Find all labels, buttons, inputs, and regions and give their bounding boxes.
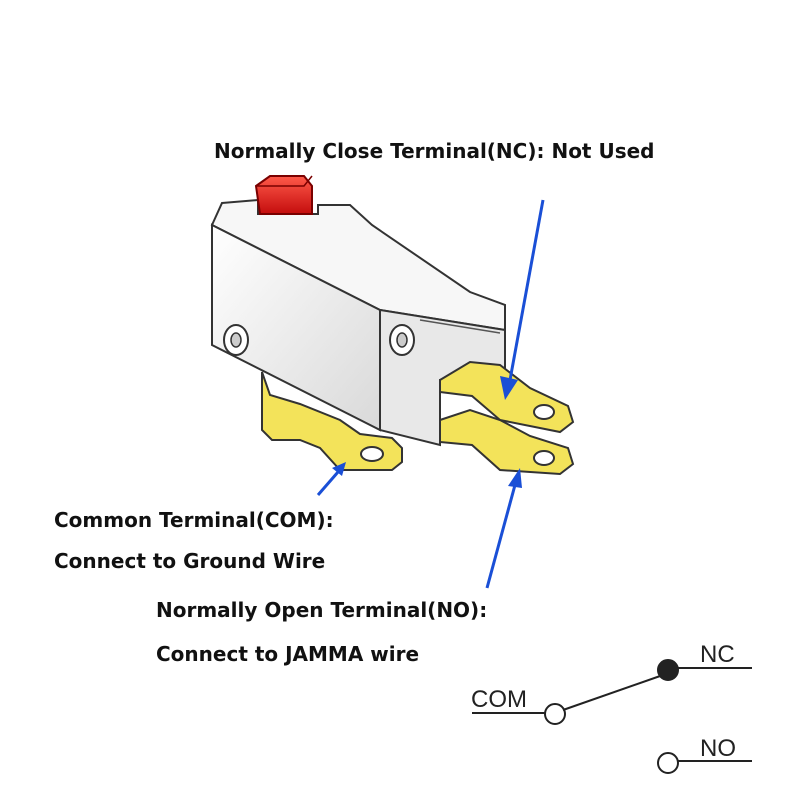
com-terminal-desc: Connect to Ground Wire [54, 549, 326, 573]
no-contact [657, 752, 679, 774]
nc-pointer-arrow [500, 199, 545, 400]
com-terminal [261, 371, 403, 471]
switch-lever [562, 674, 664, 711]
schematic-no-label: NO [700, 735, 736, 762]
com-terminal-title: Common Terminal(COM): [54, 508, 334, 532]
plunger-button [254, 175, 313, 215]
no-terminal-desc: Connect to JAMMA wire [156, 642, 420, 666]
com-contact [544, 703, 566, 725]
nc-terminal-label: Normally Close Terminal(NC): Not Used [214, 139, 655, 163]
no-terminal-title: Normally Open Terminal(NO): [156, 598, 488, 622]
no-terminal [439, 408, 575, 476]
com-pointer-arrow [316, 462, 346, 496]
switch-schematic: COM NC NO [471, 641, 752, 774]
schematic-nc-label: NC [700, 641, 735, 668]
no-pointer-arrow [485, 468, 522, 589]
nc-contact [657, 659, 679, 681]
schematic-com-label: COM [471, 686, 527, 713]
switch-body [210, 198, 506, 447]
